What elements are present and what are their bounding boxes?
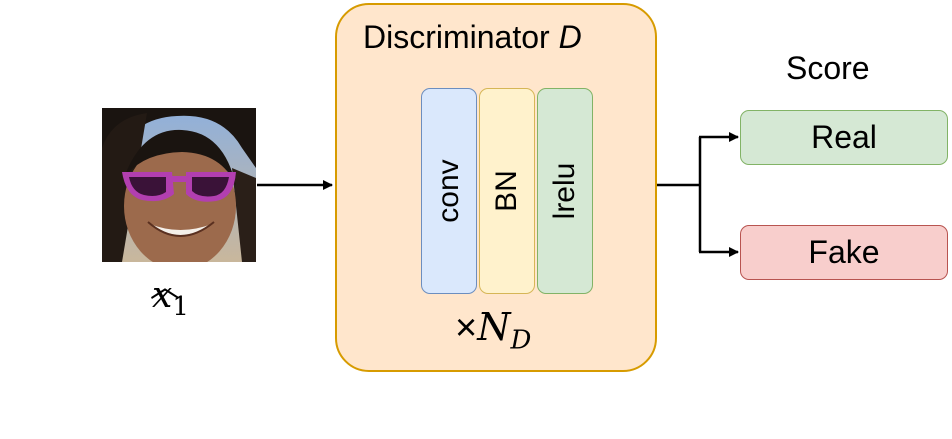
repeat-subscript: D [510,325,532,356]
discriminator-title-text: Discriminator [363,19,559,55]
repeat-symbol: N [477,305,511,349]
repeat-times: × [455,307,478,349]
input-label: ︿ x1 [150,270,189,327]
score-heading: Score [786,50,870,86]
fake-score-box: Fake [740,225,948,280]
lrelu-layer: lrelu [537,88,593,294]
bn-layer: BN [479,88,535,294]
real-score-box: Real [740,110,948,165]
input-symbol: x [152,275,173,316]
fake-label: Fake [808,234,880,270]
input-subscript: 1 [172,292,189,323]
input-hat-icon: ︿ [150,270,180,305]
discriminator-title: Discriminator D [363,19,582,56]
discriminator-block: Discriminator D conv BN lrelu ×ND [335,3,657,372]
conv-layer: conv [421,88,477,294]
real-label: Real [811,119,877,155]
discriminator-title-symbol: D [558,19,582,55]
input-face-image [102,108,256,262]
repeat-label: ×ND [455,305,531,356]
